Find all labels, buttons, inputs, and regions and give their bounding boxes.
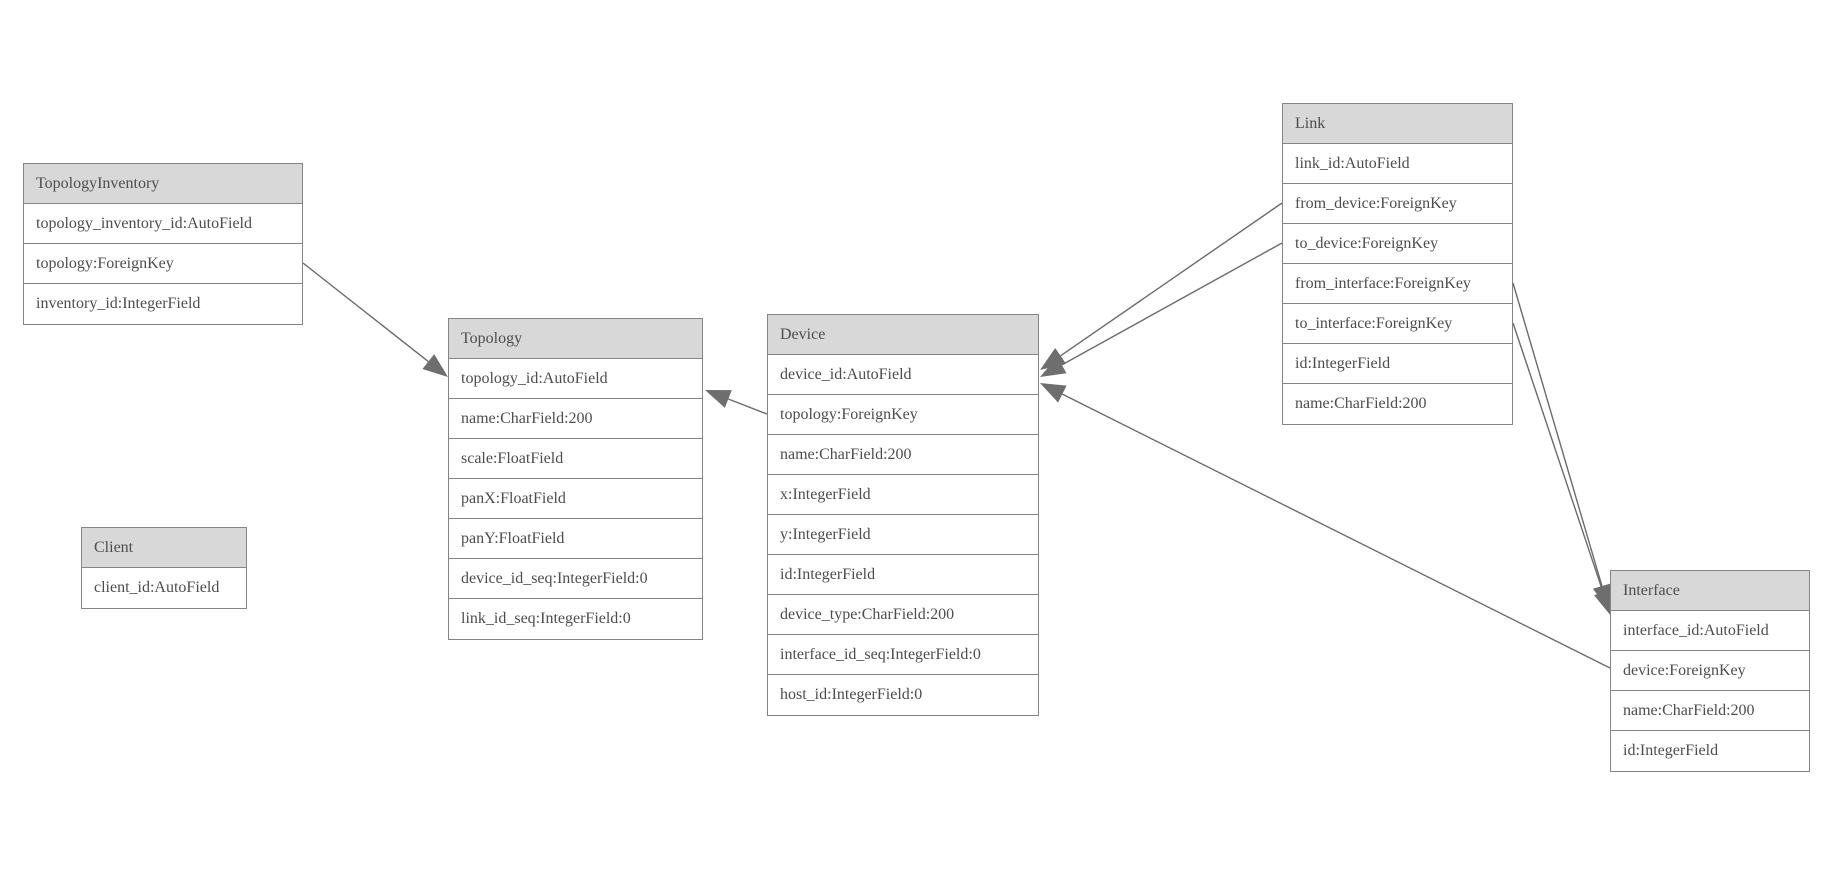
table-row: topology:ForeignKey: [24, 244, 302, 284]
table-row: interface_id_seq:IntegerField:0: [768, 635, 1038, 675]
table-row: name:CharField:200: [768, 435, 1038, 475]
edge-link-to-interface: [1512, 322, 1604, 593]
table-row: id:IntegerField: [768, 555, 1038, 595]
edge-topologyinventory-topology: [302, 262, 429, 363]
table-row: to_interface:ForeignKey: [1283, 304, 1512, 344]
table-row: link_id:AutoField: [1283, 144, 1512, 184]
table-row: inventory_id:IntegerField: [24, 284, 302, 324]
table-row: from_interface:ForeignKey: [1283, 264, 1512, 304]
table-row: name:CharField:200: [1283, 384, 1512, 424]
table-row: to_device:ForeignKey: [1283, 224, 1512, 264]
table-row: name:CharField:200: [449, 399, 702, 439]
table-row: device_id:AutoField: [768, 355, 1038, 395]
table-title-interface: Interface: [1611, 571, 1809, 611]
table-row: x:IntegerField: [768, 475, 1038, 515]
table-row: device_id_seq:IntegerField:0: [449, 559, 702, 599]
arrowhead-interface-device: [1040, 383, 1067, 403]
edge-link-from-interface: [1512, 282, 1603, 587]
table-title-client: Client: [82, 528, 246, 568]
table-row: topology_id:AutoField: [449, 359, 702, 399]
table-row: y:IntegerField: [768, 515, 1038, 555]
table-row: client_id:AutoField: [82, 568, 246, 608]
table-row: host_id:IntegerField:0: [768, 675, 1038, 715]
table-title-link: Link: [1283, 104, 1512, 144]
table-row: id:IntegerField: [1611, 731, 1809, 771]
table-title-topology-inventory: TopologyInventory: [24, 164, 302, 204]
table-title-topology: Topology: [449, 319, 702, 359]
table-row: id:IntegerField: [1283, 344, 1512, 384]
table-row: device_type:CharField:200: [768, 595, 1038, 635]
edge-link-to-device: [1061, 242, 1283, 366]
arrowhead-link-to-interface: [1594, 589, 1613, 616]
arrowhead-link-to-device: [1040, 356, 1067, 377]
arrowhead-topologyinventory-topology: [422, 354, 448, 377]
arrowhead-device-topology: [705, 390, 732, 408]
table-row: link_id_seq:IntegerField:0: [449, 599, 702, 639]
table-row: scale:FloatField: [449, 439, 702, 479]
edge-interface-device: [1062, 393, 1611, 669]
table-row: topology:ForeignKey: [768, 395, 1038, 435]
table-row: name:CharField:200: [1611, 691, 1809, 731]
table-row: panY:FloatField: [449, 519, 702, 559]
table-row: device:ForeignKey: [1611, 651, 1809, 691]
table-row: topology_inventory_id:AutoField: [24, 204, 302, 244]
edge-link-from-device: [1060, 202, 1283, 357]
edge-device-topology: [728, 398, 768, 415]
table-title-device: Device: [768, 315, 1038, 355]
table-row: interface_id:AutoField: [1611, 611, 1809, 651]
table-row: from_device:ForeignKey: [1283, 184, 1512, 224]
table-row: panX:FloatField: [449, 479, 702, 519]
